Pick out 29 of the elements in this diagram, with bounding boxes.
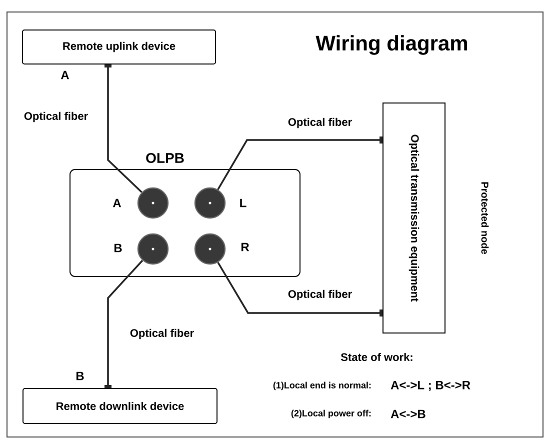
device-box: Remote uplink device — [22, 30, 216, 64]
state-formula: A<->B — [390, 410, 426, 418]
state-formula: A<->L ; B<->R — [390, 380, 470, 392]
device-box: Remote downlink device — [22, 388, 218, 424]
fiber-line — [217, 262, 382, 316]
node-label: OLPB — [146, 153, 184, 163]
edge-label: Optical fiber — [130, 328, 194, 340]
fiber-line — [104, 64, 142, 193]
edge-label: Optical fiber — [288, 290, 352, 300]
heading: State of work: — [340, 352, 412, 362]
port-letter: A — [60, 70, 70, 80]
state-text: (2)Local power off: — [291, 410, 371, 418]
port-letter: R — [241, 242, 250, 252]
port-letter: B — [76, 372, 84, 380]
state-text: (1)Local end is normal: — [273, 382, 371, 390]
equipment-box: Optical transmission equipment — [382, 102, 446, 334]
port-letter: A — [112, 198, 122, 208]
edge-label: Optical fiber — [24, 112, 88, 122]
title: Wiring diagram — [316, 35, 468, 55]
side-label: Protected node — [481, 182, 489, 254]
port-connector — [137, 233, 169, 265]
port-connector — [194, 233, 226, 265]
port-letter: L — [240, 198, 246, 208]
port-connector — [194, 187, 226, 219]
port-connector — [137, 187, 169, 219]
fiber-line — [217, 136, 382, 190]
edge-label: Optical fiber — [288, 118, 352, 128]
fiber-line — [104, 260, 144, 388]
port-letter: B — [114, 244, 122, 252]
